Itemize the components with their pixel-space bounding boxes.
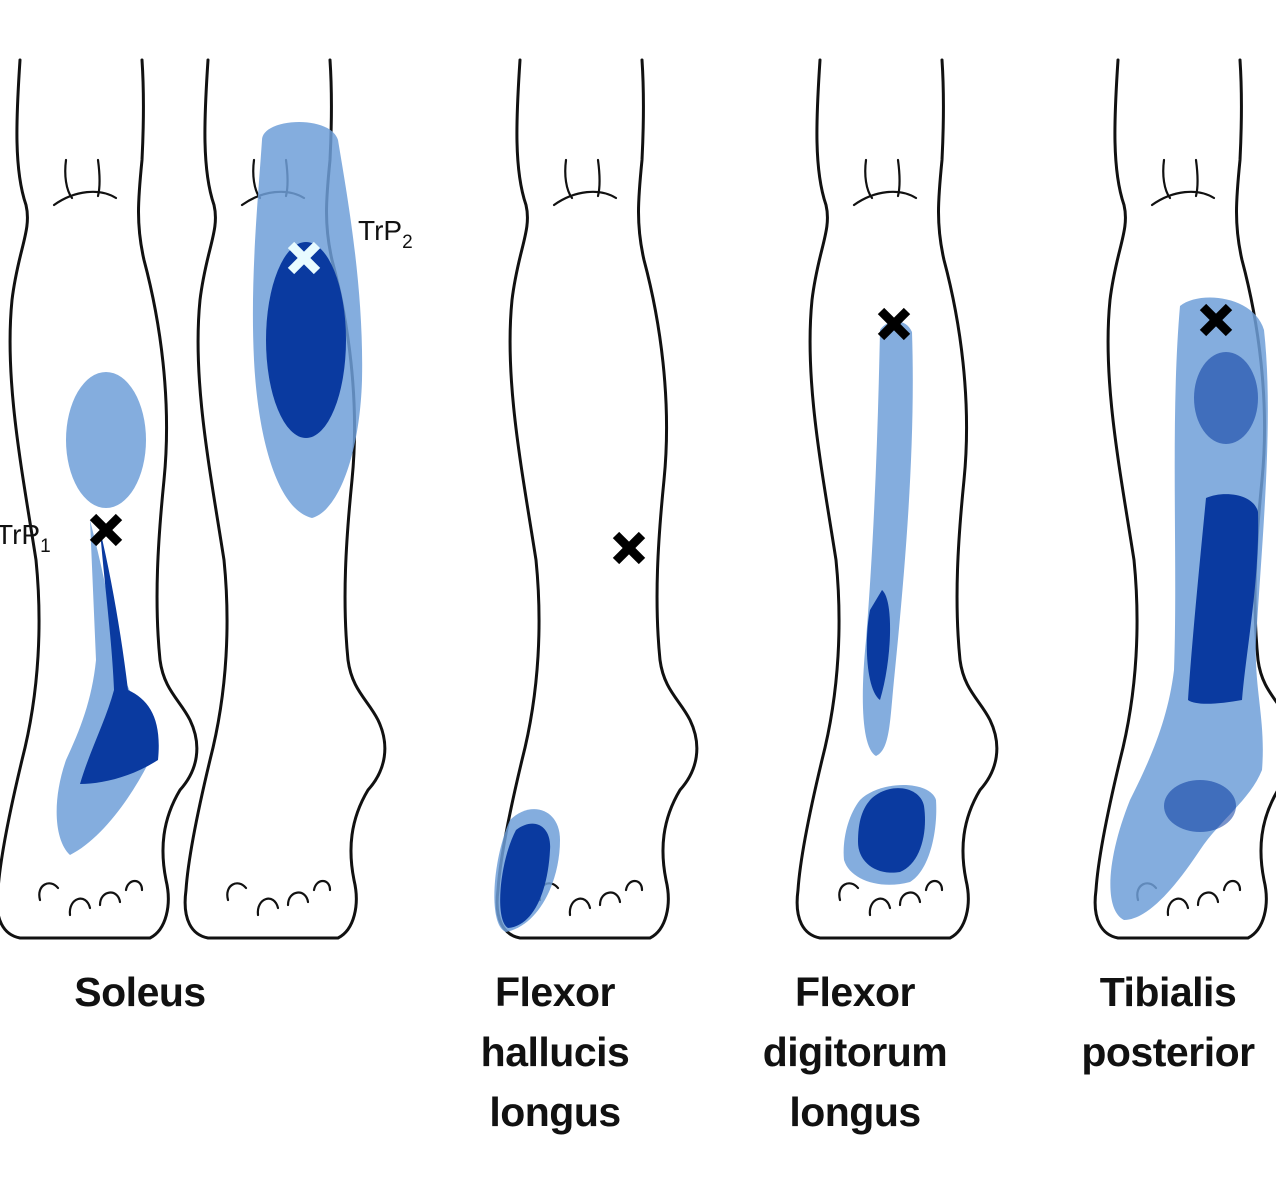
referred-pain-zone-dark — [1194, 352, 1258, 444]
soleus-leg-left: TrP1 — [0, 58, 199, 940]
soleus-leg-right: TrP2 — [183, 58, 413, 940]
referred-pain-zone-light — [1110, 297, 1268, 920]
caption-flexor-digitorum-longus: Flexor digitorum longus — [762, 969, 948, 1135]
referred-pain-zone-dark — [266, 242, 346, 438]
trigger-point-label-1: TrP1 — [0, 519, 51, 557]
referred-pain-zone-dark — [866, 590, 891, 700]
caption-tibialis-posterior: Tibialis posterior — [1081, 969, 1255, 1075]
referred-pain-zone-dark — [858, 788, 925, 873]
referred-pain-zone-dark — [500, 823, 551, 928]
referred-pain-zone-dark — [1188, 494, 1259, 704]
caption-flexor-hallucis-longus: Flexor hallucis longus — [480, 969, 630, 1135]
referred-pain-zone-dark — [1164, 780, 1236, 832]
tibialis-posterior-leg — [1093, 58, 1276, 940]
leg-outline — [495, 58, 699, 940]
flexor-hallucis-longus-leg — [494, 58, 699, 940]
flexor-digitorum-longus-leg — [795, 58, 999, 940]
trigger-point-label-2: TrP2 — [358, 215, 413, 253]
referred-pain-zone-dark — [80, 530, 159, 784]
caption-soleus: Soleus — [74, 969, 206, 1015]
referred-pain-zone-light — [66, 372, 146, 508]
